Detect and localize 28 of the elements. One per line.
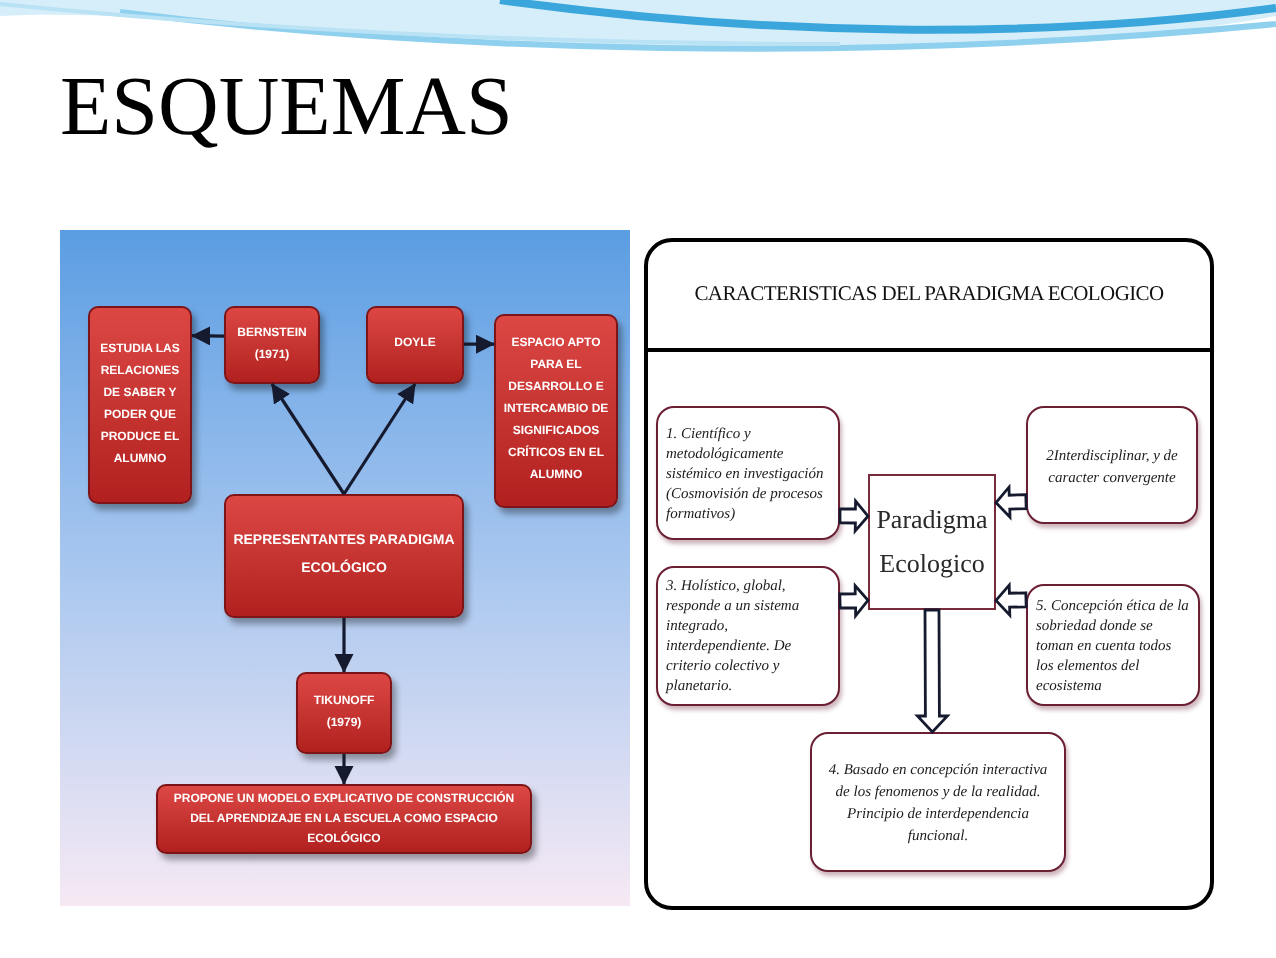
center-box [868, 474, 996, 610]
block-arrow [914, 608, 951, 735]
arrow [334, 618, 354, 673]
box-label: Paradigma Ecologico [874, 502, 990, 582]
arrow [334, 754, 354, 785]
block-arrow [994, 581, 1028, 619]
rounded-box [1026, 584, 1200, 706]
panel-frame [644, 238, 1214, 910]
process-box [366, 306, 464, 384]
slide-title: ESQUEMAS [60, 66, 513, 150]
process-box [494, 314, 618, 508]
block-arrow [838, 582, 870, 620]
process-box [224, 494, 464, 618]
arrow [342, 383, 417, 495]
panel-heading: CARACTERISTICAS DEL PARADIGMA ECOLOGICO [694, 282, 1164, 311]
block-arrow [838, 497, 870, 535]
process-box [88, 306, 192, 504]
rounded-box [656, 406, 840, 540]
arrow [464, 334, 495, 354]
process-box [224, 306, 320, 384]
rounded-box [810, 732, 1066, 872]
rounded-box [1026, 406, 1198, 524]
arrow [270, 383, 346, 495]
block-arrow [994, 483, 1028, 521]
process-box [156, 784, 532, 854]
rounded-box [656, 566, 840, 706]
arrow [191, 326, 224, 346]
process-box [296, 672, 392, 754]
